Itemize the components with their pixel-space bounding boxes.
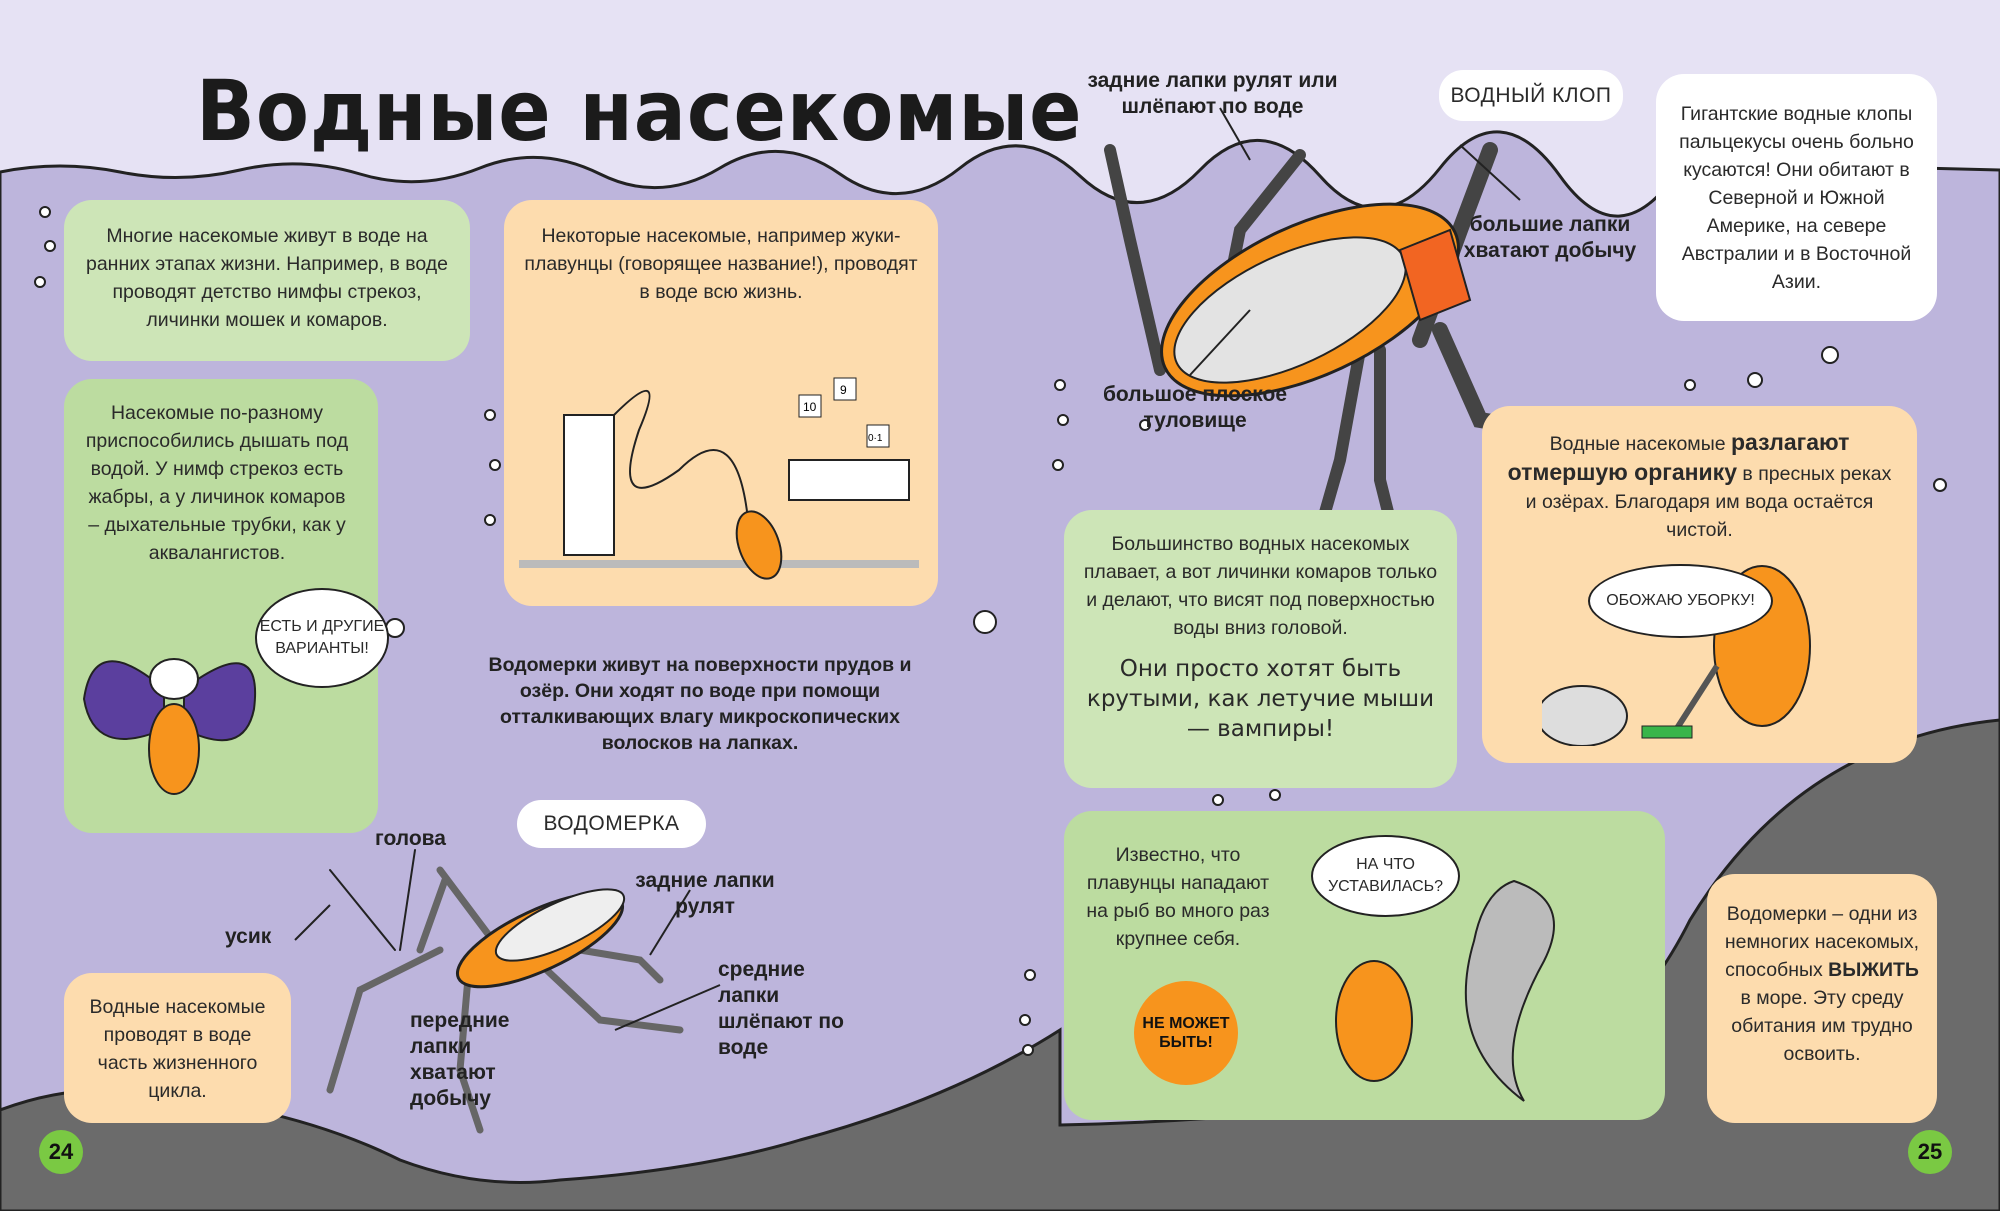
decompose-text-post: в пресных реках и озёрах. Благодаря им в…: [1525, 463, 1892, 541]
label-big-legs: большие лапки хватают добычу: [1463, 213, 1637, 262]
info-box-giant-bugs: Гигантские водные клопы пальцекусы очень…: [1656, 74, 1937, 321]
info-box-life-cycle: Водные насекомые проводят в воде часть ж…: [64, 973, 291, 1123]
swimming-text: Большинство водных насекомых плавает, а …: [1083, 533, 1438, 639]
sea-text-post: в море. Эту среду обитания им трудно осв…: [1731, 987, 1913, 1065]
label-hind-legs-bug: задние лапки рулят или шлёпают по воде: [1087, 69, 1338, 118]
speech-bubble-other-options: ЕСТЬ И ДРУГИЕ ВАРИАНТЫ!: [255, 588, 389, 688]
label-middle-legs: средние лапки шлёпают по воде: [718, 958, 844, 1059]
breathing-text: Насекомые по-разному приспособились дыша…: [85, 402, 349, 564]
score-card-01: 0·1: [868, 433, 883, 444]
attack-text: Известно, что плавунцы нападают на рыб в…: [1086, 844, 1270, 950]
info-box-sea: Водомерки – одни из немногих насекомых, …: [1707, 874, 1937, 1123]
page-number-25: 25: [1908, 1130, 1952, 1174]
water-strider-description: Водомерки живут на поверхности прудов и …: [488, 654, 912, 754]
info-box-swimming: Большинство водных насекомых плавает, а …: [1064, 510, 1457, 788]
water-bug-tag: ВОДНЫЙ КЛОП: [1439, 70, 1623, 121]
beetle-and-fish-illustration: [1335, 879, 1555, 1102]
sea-text-bold: выжить: [1828, 959, 1919, 981]
giant-water-bug-illustration: [1104, 142, 1548, 536]
score-card-9: 9: [840, 383, 847, 397]
label-antenna: усик: [225, 925, 272, 948]
speech-bubble-staring: НА ЧТО УСТАВИЛАСЬ?: [1311, 835, 1460, 917]
speech-bubble-cleaning: ОБОЖАЮ УБОРКУ!: [1588, 564, 1773, 638]
label-head: голова: [375, 827, 446, 850]
decompose-text-bold: разлагают отмершую органику: [1507, 429, 1850, 485]
sea-text-pre: Водомерки – одни из немногих насекомых, …: [1724, 903, 1920, 981]
label-front-legs: передние лапки хватают добычу: [410, 1009, 510, 1110]
page-title: Водные насекомые: [196, 62, 1083, 160]
label-flat-body: большое плоское туловище: [1102, 383, 1288, 432]
info-box-early-life: Многие насекомые живут в воде на ранних …: [64, 200, 470, 361]
water-strider-tag: ВОДОМЕРКА: [517, 800, 706, 848]
whole-life-text: Некоторые насекомые, например жуки-плаву…: [524, 225, 918, 303]
water-strider-illustration: [326, 849, 684, 1134]
info-box-whole-life: Некоторые насекомые, например жуки-плаву…: [504, 200, 938, 606]
decompose-text-pre: Водные насекомые: [1549, 433, 1731, 455]
swimming-joke: Они просто хотят быть крутыми, как летуч…: [1086, 656, 1435, 742]
score-card-10: 10: [803, 400, 817, 414]
diving-beetle-scene-illustration: 10 9 0·1: [519, 377, 919, 580]
air-bubbles: [34, 206, 1947, 1056]
dragonfly-nymph-snorkel-illustration: [82, 658, 257, 795]
page-number-24: 24: [39, 1130, 83, 1174]
badge-cannot-be: НЕ МОЖЕТ БЫТЬ!: [1134, 981, 1238, 1085]
label-hind-legs-strider: задние лапки рулят: [635, 869, 775, 918]
